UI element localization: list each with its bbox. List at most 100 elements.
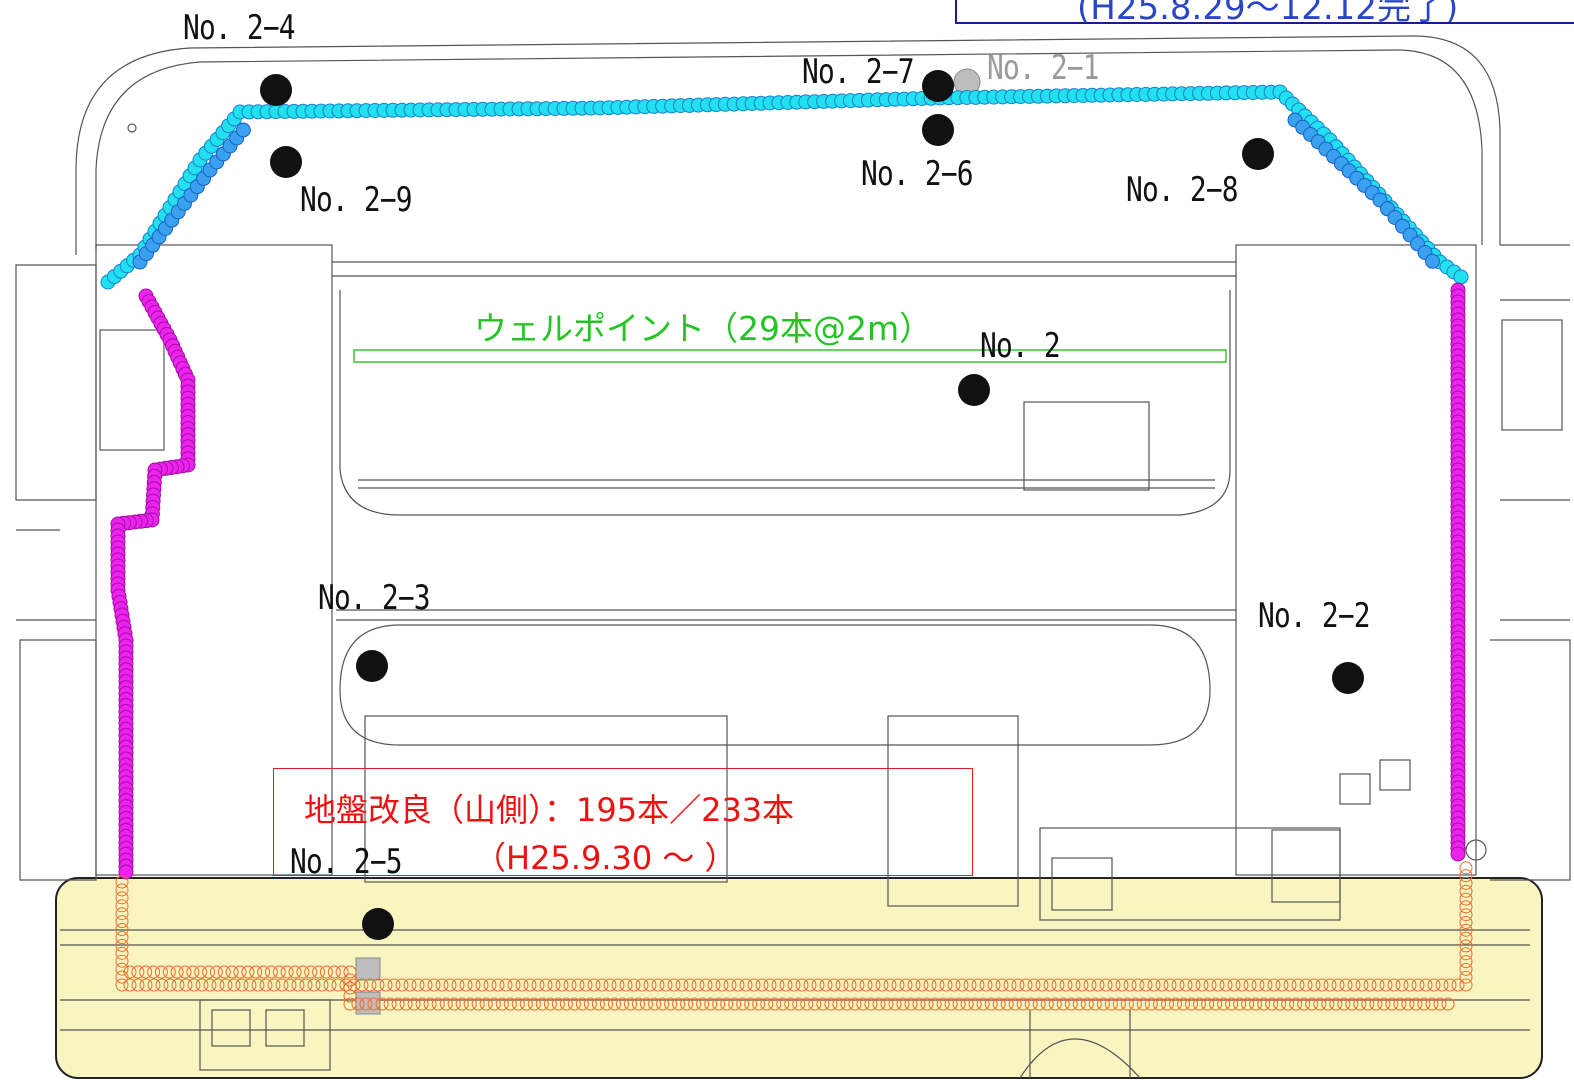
pile-orange: [1385, 997, 1399, 1011]
pile-orange: [288, 965, 302, 979]
pile-orange: [1315, 978, 1329, 992]
pile-orange: [499, 978, 513, 992]
pile-orange: [920, 997, 934, 1011]
pile-orange: [955, 978, 969, 992]
pile-orange: [1329, 997, 1343, 1011]
pile-orange: [1411, 978, 1425, 992]
pile-orange: [1019, 978, 1033, 992]
well-marker-no-2-3: [356, 650, 388, 682]
pile-orange: [1443, 978, 1457, 992]
pile-orange: [1227, 978, 1241, 992]
pile-orange: [233, 965, 247, 979]
pile-orange: [1080, 997, 1094, 1011]
pile-orange: [162, 965, 176, 979]
pile-orange: [209, 965, 223, 979]
pile-orange: [771, 978, 785, 992]
pile-orange: [535, 997, 549, 1011]
pile-orange: [217, 965, 231, 979]
pile-orange: [219, 978, 233, 992]
pile-orange: [1072, 997, 1086, 1011]
pile-orange: [319, 965, 333, 979]
pile-orange: [931, 978, 945, 992]
pile-orange: [1433, 997, 1447, 1011]
pile-orange: [115, 954, 129, 968]
pile-orange: [115, 915, 129, 929]
pile-orange: [595, 978, 609, 992]
pile-orange: [907, 978, 921, 992]
pile-orange: [1419, 978, 1433, 992]
pile-orange: [519, 997, 533, 1011]
pile-orange: [851, 978, 865, 992]
pile-orange: [680, 997, 694, 1011]
pile-orange: [259, 978, 273, 992]
pile-orange: [115, 899, 129, 913]
pile-orange: [1104, 997, 1118, 1011]
pile-orange: [1459, 900, 1473, 914]
pile-orange: [1195, 978, 1209, 992]
pile-orange: [291, 978, 305, 992]
pile-orange: [471, 997, 485, 1011]
pile-orange: [1305, 997, 1319, 1011]
pile-orange: [227, 978, 241, 992]
pile-orange: [963, 978, 977, 992]
pile-orange: [315, 978, 329, 992]
pile-orange: [427, 978, 441, 992]
pile-orange: [296, 965, 310, 979]
pile-orange: [123, 965, 137, 979]
pile-orange: [1387, 978, 1401, 992]
pile-orange: [704, 997, 718, 1011]
pile-orange: [1161, 997, 1174, 1011]
well-markers: [260, 70, 1364, 940]
pile-orange: [632, 997, 645, 1011]
pile-orange: [1459, 916, 1473, 929]
pile-orange: [1027, 978, 1041, 992]
pile-orange: [811, 978, 825, 992]
pile-orange: [1299, 978, 1313, 992]
pile-orange: [1040, 997, 1054, 1011]
pile-orange: [635, 978, 649, 992]
pile-orange: [968, 997, 982, 1011]
pile-orange: [507, 978, 521, 992]
pile-orange: [795, 978, 809, 992]
pile-orange: [1275, 978, 1289, 992]
well-marker-no-2: [958, 374, 990, 406]
pile-orange: [407, 997, 421, 1011]
pile-orange: [1353, 997, 1367, 1011]
pile-orange: [419, 978, 433, 992]
pile-orange: [912, 997, 926, 1011]
pile-orange: [1139, 978, 1153, 992]
pile-orange: [403, 978, 417, 992]
pile-orange: [880, 997, 894, 1011]
pile-orange: [1283, 978, 1297, 992]
pile-orange: [1024, 997, 1038, 1011]
pile-orange: [1323, 978, 1337, 992]
pile-orange: [1459, 955, 1473, 969]
pile-orange: [1243, 978, 1257, 992]
pile-orange: [1337, 997, 1351, 1011]
pile-orange: [1459, 962, 1473, 976]
pile-orange: [225, 965, 239, 979]
pile-orange: [155, 978, 169, 992]
pile-orange: [1225, 997, 1239, 1011]
pile-orange: [415, 997, 429, 1011]
pile-orange: [280, 965, 294, 979]
schedule-box-text: (H25.8.29～12.12完了): [1077, 0, 1459, 24]
pile-orange: [551, 997, 565, 1011]
pile-orange: [872, 997, 886, 1011]
pile-orange: [819, 978, 833, 992]
pile-orange: [1379, 978, 1393, 992]
pile-orange: [387, 978, 401, 992]
pile-orange: [784, 997, 798, 1011]
pile-orange: [1291, 978, 1305, 992]
pile-orange: [187, 978, 201, 992]
pile-orange: [1241, 997, 1255, 1011]
pile-orange: [1267, 978, 1281, 992]
label-no-2-8: No. 2−8: [1126, 170, 1239, 210]
pile-orange: [896, 997, 910, 1011]
pile-orange: [203, 978, 217, 992]
pile-orange: [1377, 997, 1391, 1011]
pile-orange: [147, 978, 161, 992]
pile-orange: [115, 962, 129, 976]
pile-orange: [1297, 997, 1311, 1011]
